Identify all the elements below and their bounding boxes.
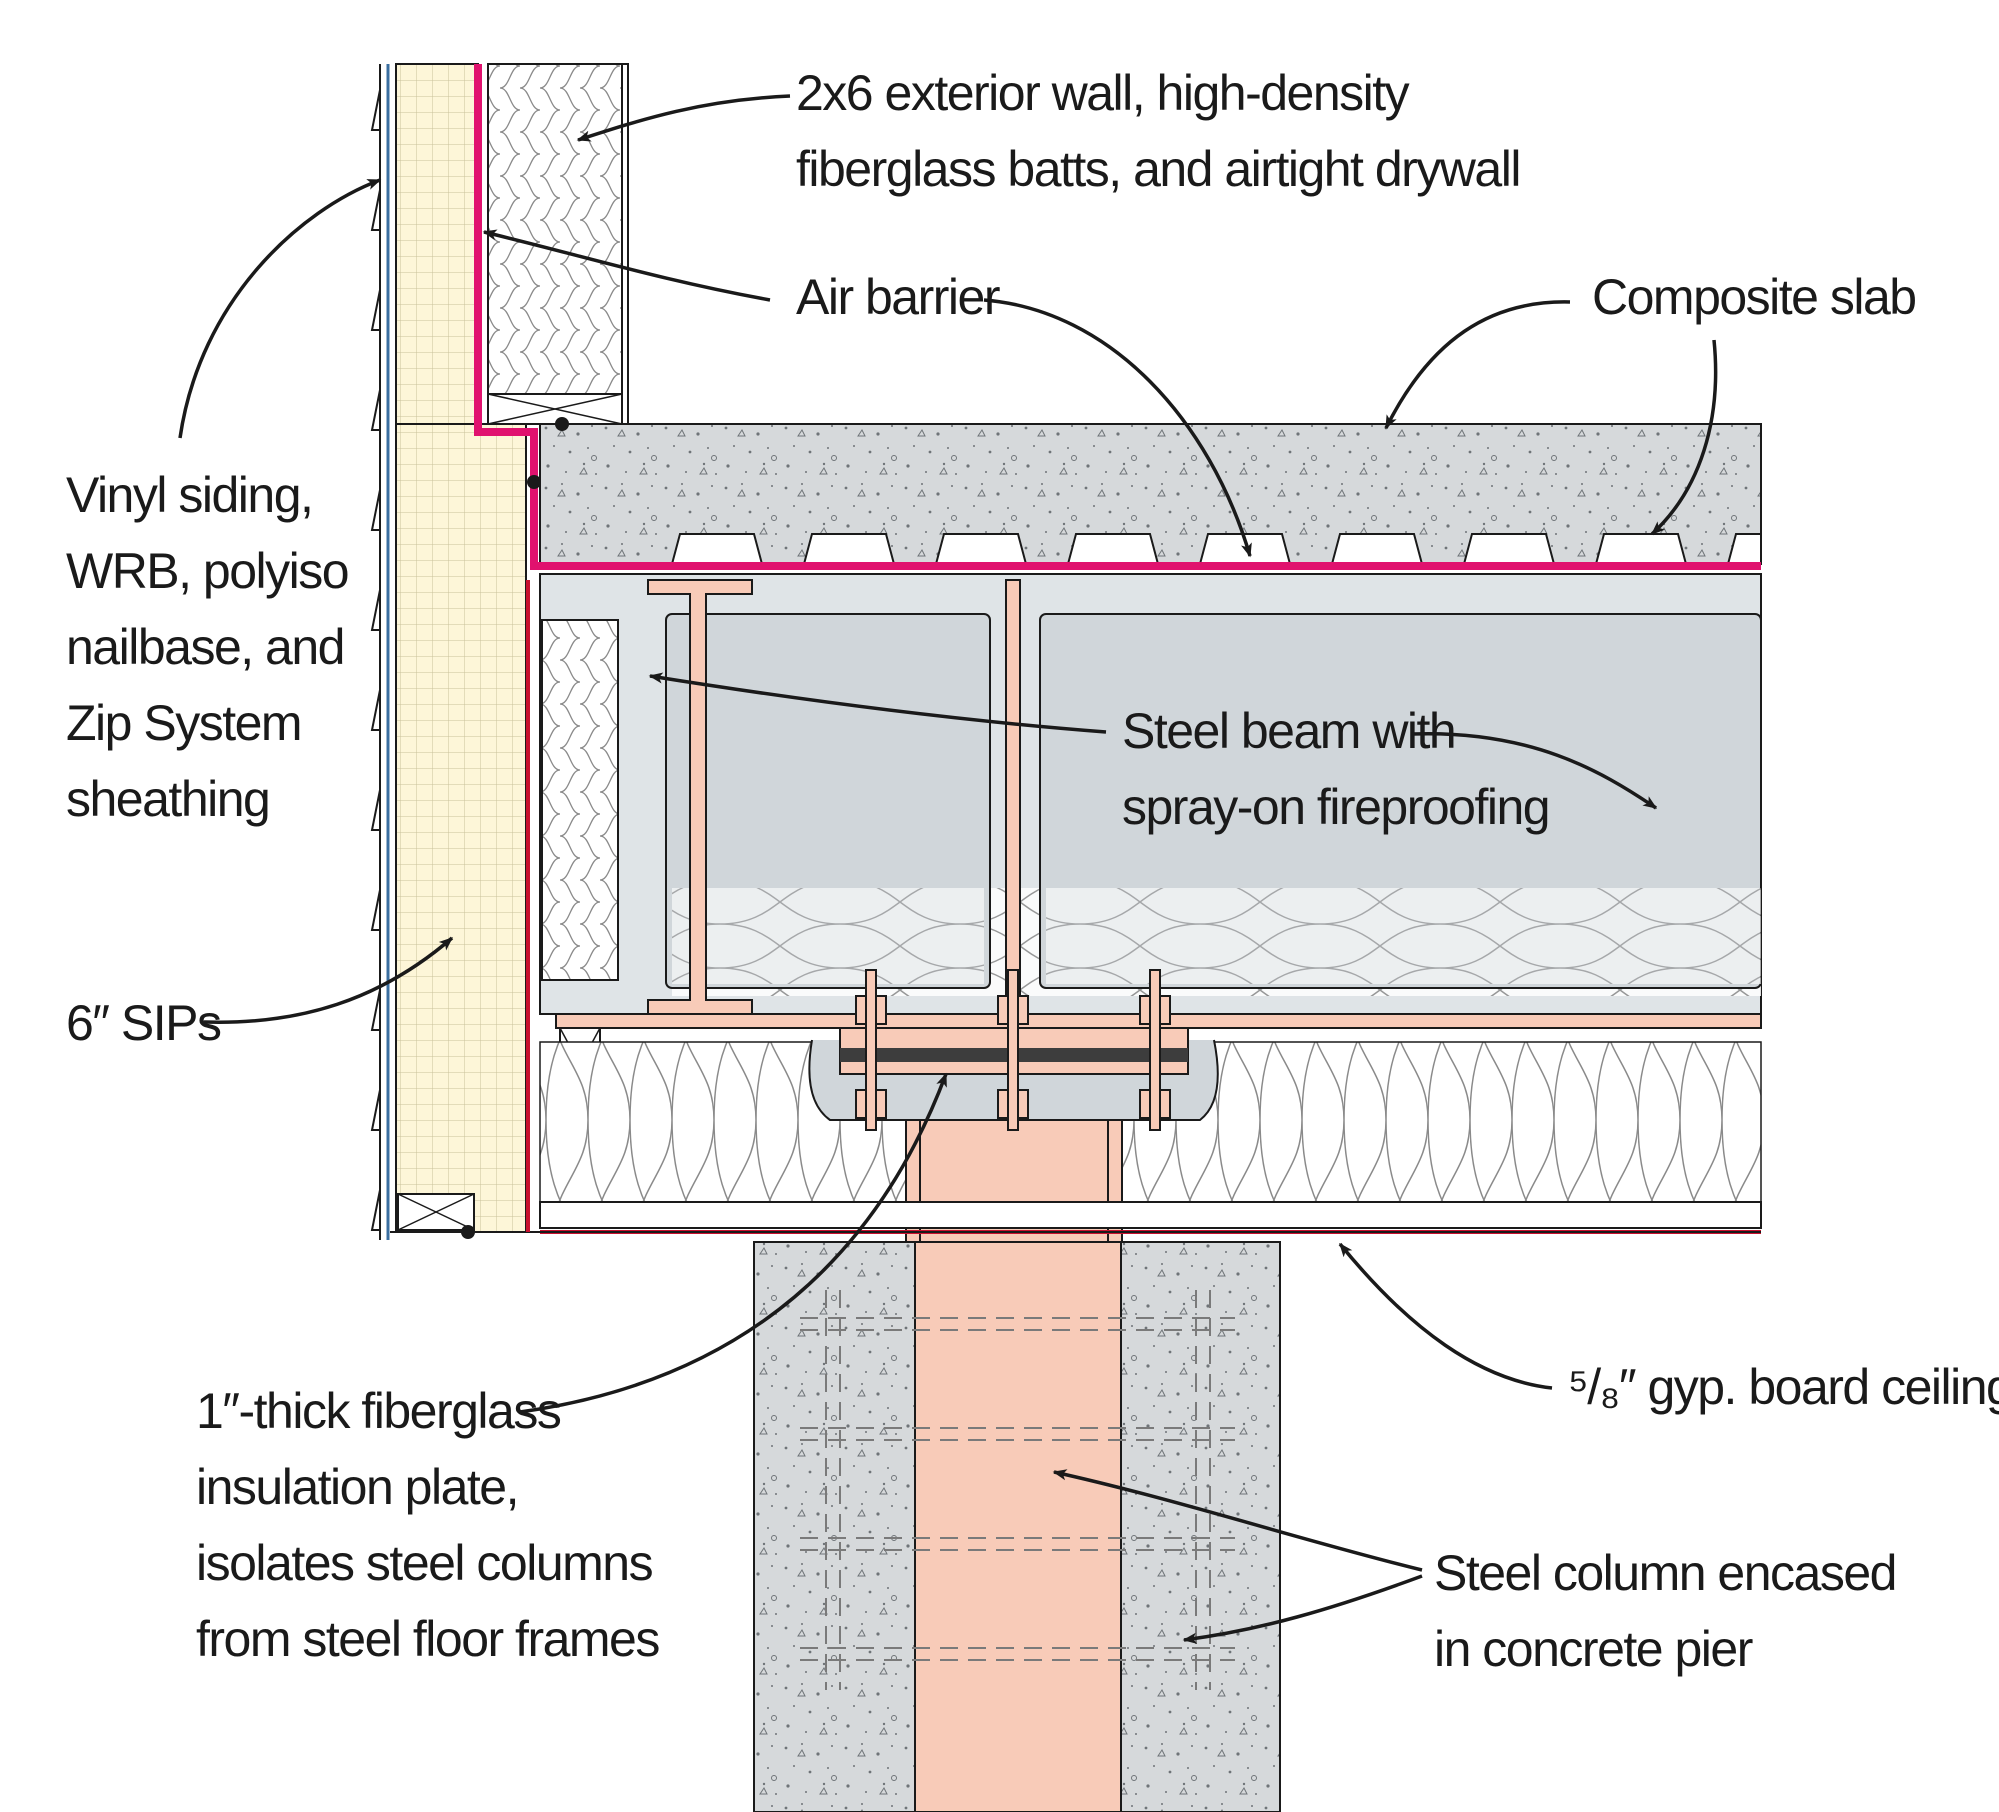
concrete-pier: [753, 1241, 1281, 1812]
label-ceiling: ⁵/₈″ gyp. board ceiling: [1568, 1359, 1999, 1415]
composite-slab: [539, 423, 1762, 565]
label-sips: 6″ SIPs: [66, 995, 221, 1051]
leader-column: [1052, 1469, 1423, 1572]
label-siding: Vinyl siding, WRB, polyiso nailbase, and…: [66, 467, 360, 827]
cross-section: [370, 63, 1762, 1812]
leader-sips: [203, 936, 454, 1024]
leader-air-barrier: [482, 229, 771, 302]
label-column: Steel column encased in concrete pier: [1434, 1545, 1908, 1677]
leader-ceiling: [1338, 1242, 1553, 1390]
leader-column-2: [1182, 1574, 1423, 1644]
leader-steel-beam: [648, 672, 1107, 734]
leader-insulation-plate: [519, 1072, 948, 1414]
label-exterior-wall: 2x6 exterior wall, high-density fibergla…: [796, 65, 1520, 197]
leader-exterior-wall: [576, 94, 791, 142]
steel-beam-zone: [539, 573, 1762, 1103]
steel-column: [914, 1241, 1122, 1812]
exterior-wall-2x6: [487, 63, 629, 425]
label-composite-slab: Composite slab: [1592, 269, 1916, 325]
label-air-barrier: Air barrier: [796, 269, 1000, 325]
leader-air-barrier-2: [983, 298, 1252, 558]
leader-lines: [178, 94, 1718, 1644]
gyp-board-ceiling: [539, 1201, 1762, 1229]
leader-steel-beam-2: [1411, 731, 1658, 810]
label-steel-beam: Steel beam with spray-on fireproofing: [1122, 703, 1549, 835]
sips-wall: [390, 63, 1761, 1233]
anchor-bolts: [855, 969, 1171, 1131]
callout-labels: 2x6 exterior wall, high-density fibergla…: [66, 65, 1999, 1677]
vinyl-siding: [370, 64, 390, 1240]
leader-composite-slab-2: [1650, 339, 1718, 536]
label-insulation-plate: 1″-thick fiberglass insulation plate, is…: [196, 1383, 665, 1667]
leader-siding: [178, 178, 382, 439]
leader-composite-slab: [1384, 300, 1571, 430]
air-barrier-line: [474, 64, 1761, 570]
